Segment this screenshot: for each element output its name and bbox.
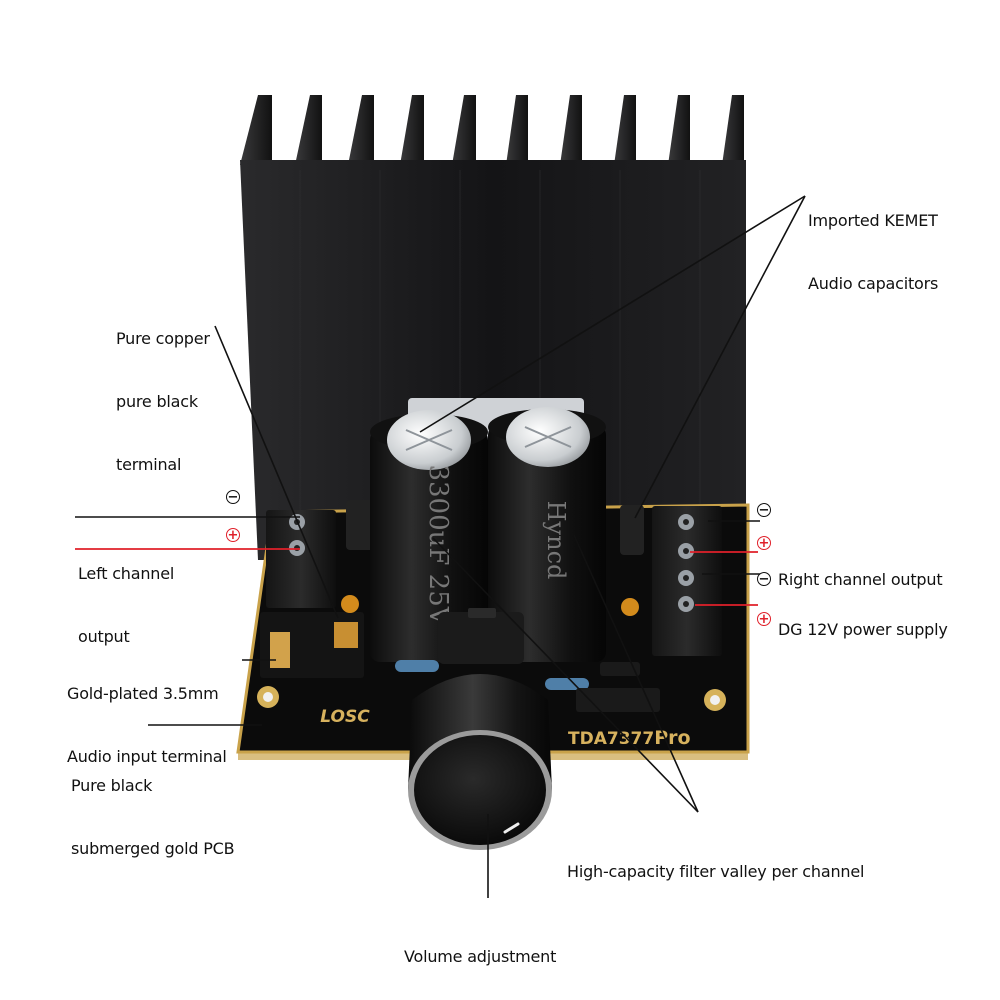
filter-capacitor-right: Hyncd bbox=[488, 407, 606, 662]
leader-lines bbox=[75, 195, 806, 898]
label-filter: High-capacity filter valley per channel bbox=[567, 819, 864, 924]
negative-sign-icon: − bbox=[757, 572, 771, 587]
label-capacitors: Imported KEMET Audio capacitors bbox=[808, 168, 938, 336]
label-line: Pure black bbox=[71, 776, 153, 795]
heatsink-fins bbox=[240, 95, 744, 165]
audio-input-jack bbox=[260, 612, 364, 678]
small-capacitors bbox=[341, 500, 644, 616]
brand-logo: LOSC bbox=[320, 707, 370, 727]
model-marking: TDA7377Pro bbox=[568, 727, 691, 749]
label-power-supply: DG 12V power supply bbox=[778, 577, 948, 682]
positive-sign-icon: + bbox=[757, 536, 771, 551]
label-line: Pure copper bbox=[116, 329, 210, 348]
label-line: Gold-plated 3.5mm bbox=[67, 684, 219, 703]
label-line: output bbox=[78, 627, 130, 646]
positive-sign-icon: + bbox=[226, 528, 240, 543]
capacitor-left-marking: 3300uF 25V bbox=[423, 464, 453, 626]
label-line: pure black bbox=[116, 392, 198, 411]
label-line: Left channel bbox=[78, 564, 175, 583]
label-right-output: Right channel output bbox=[778, 527, 943, 632]
volume-knob bbox=[408, 608, 552, 850]
label-line: terminal bbox=[116, 455, 182, 474]
resistors bbox=[395, 660, 660, 712]
positive-sign-icon: + bbox=[757, 612, 771, 627]
negative-sign-icon: − bbox=[757, 503, 771, 518]
label-line: Audio input terminal bbox=[67, 747, 227, 766]
label-line: Imported KEMET bbox=[808, 211, 938, 230]
label-line: High-capacity filter valley per channel bbox=[567, 862, 865, 881]
capacitor-right-marking: Hyncd bbox=[542, 501, 570, 580]
negative-sign-icon: − bbox=[226, 490, 240, 505]
label-line: submerged gold PCB bbox=[71, 839, 235, 858]
positive-lines bbox=[75, 548, 758, 606]
label-pcb: Pure black submerged gold PCB bbox=[71, 733, 235, 901]
label-line: Audio capacitors bbox=[808, 274, 939, 293]
label-line: DG 12V power supply bbox=[778, 620, 948, 639]
label-line: Right channel output bbox=[778, 570, 943, 589]
left-terminal-block bbox=[266, 510, 336, 608]
mounting-holes bbox=[257, 686, 726, 711]
right-terminal-block bbox=[652, 506, 722, 656]
filter-capacitor-left: 3300uF 25V bbox=[370, 410, 488, 662]
label-left-output: Left channel output bbox=[78, 521, 174, 689]
label-line: Volume adjustment bbox=[404, 947, 557, 966]
label-audio-input: Gold-plated 3.5mm Audio input terminal bbox=[67, 641, 227, 809]
label-terminal: Pure copper pure black terminal bbox=[116, 286, 210, 517]
label-volume: Volume adjustment bbox=[404, 904, 556, 1000]
